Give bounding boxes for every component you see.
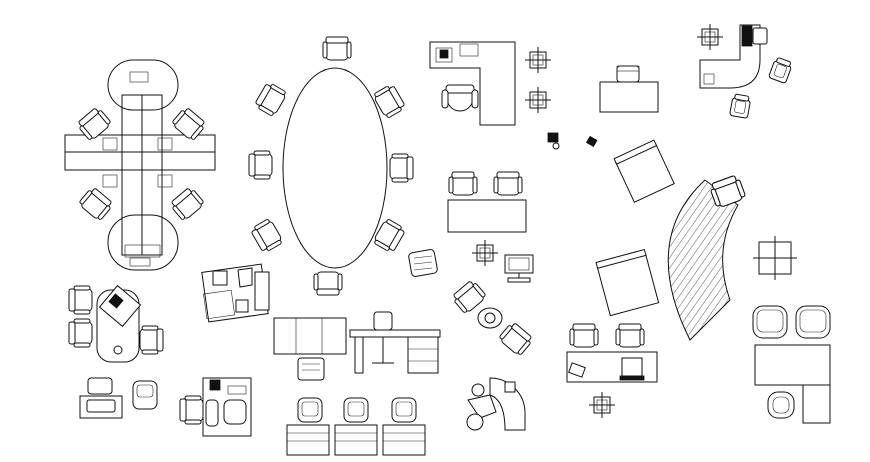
rectangular-table-with-two-armchairs (447, 171, 527, 233)
small-phone-and-lamp-items (547, 132, 598, 150)
elevation-armchairs-row (286, 397, 426, 456)
square-chairs-pair-right (524, 46, 552, 114)
four-pod-workstation-cluster (64, 59, 216, 271)
lounge-chair-and-tv-stand (79, 377, 158, 419)
desk-with-armchairs-and-cabinet (566, 323, 658, 419)
corner-workstation-top-right (696, 23, 794, 119)
curved-reception-counter-with-hatching (613, 139, 797, 341)
office-chair-on-casters (408, 239, 499, 277)
angled-desk-with-chair (595, 248, 660, 317)
oval-conference-table (248, 36, 414, 296)
drafting-person-at-table (450, 278, 535, 431)
elevation-desk-with-chair (273, 311, 441, 381)
l-shaped-desk-with-executive-chair (429, 41, 516, 126)
reception-desk-with-sofa (179, 377, 252, 437)
computer-monitor-on-stand (504, 254, 534, 283)
rounded-desk-with-lounge-chairs (68, 284, 164, 363)
lounge-armchairs-and-table-right (752, 305, 831, 424)
small-desk-top-right (599, 65, 659, 113)
conference-table-with-person (201, 263, 270, 323)
